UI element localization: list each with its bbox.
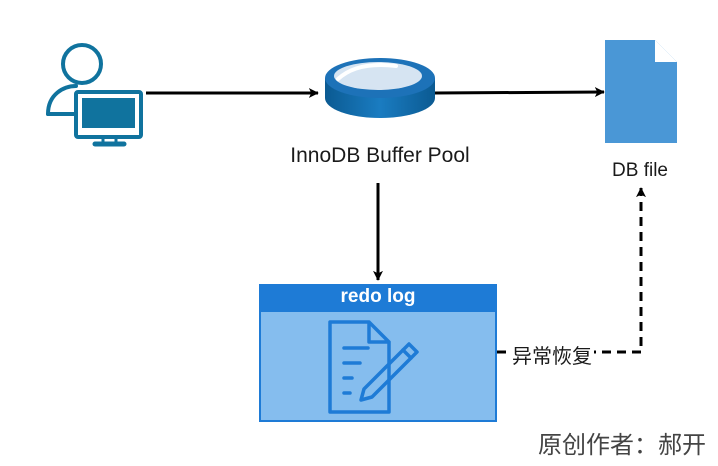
author-credit: 原创作者：郝开 bbox=[538, 431, 706, 459]
recovery-edge-label: 异常恢复 bbox=[510, 340, 594, 369]
redo-log-title: redo log bbox=[340, 286, 416, 307]
document-file-icon bbox=[605, 40, 677, 143]
arrow-buffer-to-dbfile bbox=[434, 87, 605, 98]
redo-log-box bbox=[259, 284, 497, 422]
arrow-recovery-to-dbfile bbox=[497, 187, 646, 354]
db-file-label: DB file bbox=[612, 160, 668, 181]
document-edit-icon bbox=[328, 320, 419, 414]
database-disk-icon bbox=[325, 58, 435, 118]
user-at-computer-icon bbox=[46, 43, 143, 147]
buffer-pool-label: InnoDB Buffer Pool bbox=[290, 144, 470, 167]
